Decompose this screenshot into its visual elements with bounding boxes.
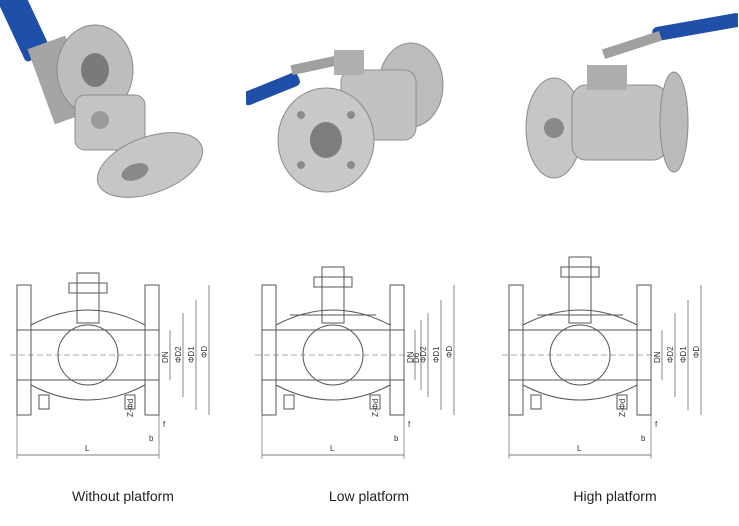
valve-body <box>275 309 391 401</box>
dim-label-L: L <box>85 444 90 453</box>
valve-body <box>30 309 146 401</box>
dim-label-phiD: ΦD <box>692 346 701 358</box>
ball <box>549 324 611 386</box>
stem <box>321 266 345 324</box>
dim-label-b: b <box>394 434 399 443</box>
caption-low-platform: Low platform <box>328 488 410 504</box>
right-flange <box>144 284 160 416</box>
dim-label-DN: DN <box>161 351 170 363</box>
dim-label-DN: DN <box>653 351 662 363</box>
gland <box>313 276 353 288</box>
left-flange <box>508 284 524 416</box>
gland <box>560 266 600 278</box>
dim-label-DN: DN <box>406 351 415 363</box>
right-flange <box>389 284 405 416</box>
valve-photo-1 <box>0 0 246 215</box>
bolt-right <box>124 394 136 410</box>
left-flange <box>16 284 32 416</box>
dim-label-b: b <box>149 434 154 443</box>
dim-label-phiD1: ΦD1 <box>432 346 441 363</box>
dim-label-L: L <box>577 444 582 453</box>
ball <box>57 324 119 386</box>
gland <box>68 282 108 294</box>
dim-label-zd: Z-Φd <box>126 399 135 417</box>
dim-label-D6: D6 <box>412 352 421 363</box>
bolt-right <box>369 394 381 410</box>
dim-label-phiD: ΦD <box>200 346 209 358</box>
valve-body <box>522 309 638 401</box>
dim-label-phiD: ΦD <box>445 346 454 358</box>
dim-label-L: L <box>330 444 335 453</box>
dim-label-zd: Z-Φd <box>618 399 627 417</box>
bolt-right <box>616 394 628 410</box>
dim-label-phiD1: ΦD1 <box>187 346 196 363</box>
valve-photo-2 <box>246 0 492 215</box>
dim-label-f: f <box>655 420 658 429</box>
valve-photo-3 <box>492 0 738 215</box>
dim-label-b: b <box>641 434 646 443</box>
right-flange <box>636 284 652 416</box>
caption-without-platform: Without platform <box>72 488 174 504</box>
bolt-left <box>38 394 50 410</box>
stem <box>568 256 592 324</box>
left-flange <box>261 284 277 416</box>
dim-label-zd: Z-Φd <box>371 399 380 417</box>
dim-label-phiD2: ΦD2 <box>419 346 428 363</box>
ball <box>302 324 364 386</box>
bolt-left <box>283 394 295 410</box>
dim-label-f: f <box>408 420 411 429</box>
dim-label-phiD2: ΦD2 <box>174 346 183 363</box>
stem <box>76 272 100 324</box>
bolt-left <box>530 394 542 410</box>
dim-label-phiD1: ΦD1 <box>679 346 688 363</box>
dim-label-phiD2: ΦD2 <box>666 346 675 363</box>
caption-high-platform: High platform <box>573 488 657 504</box>
dim-label-f: f <box>163 420 166 429</box>
